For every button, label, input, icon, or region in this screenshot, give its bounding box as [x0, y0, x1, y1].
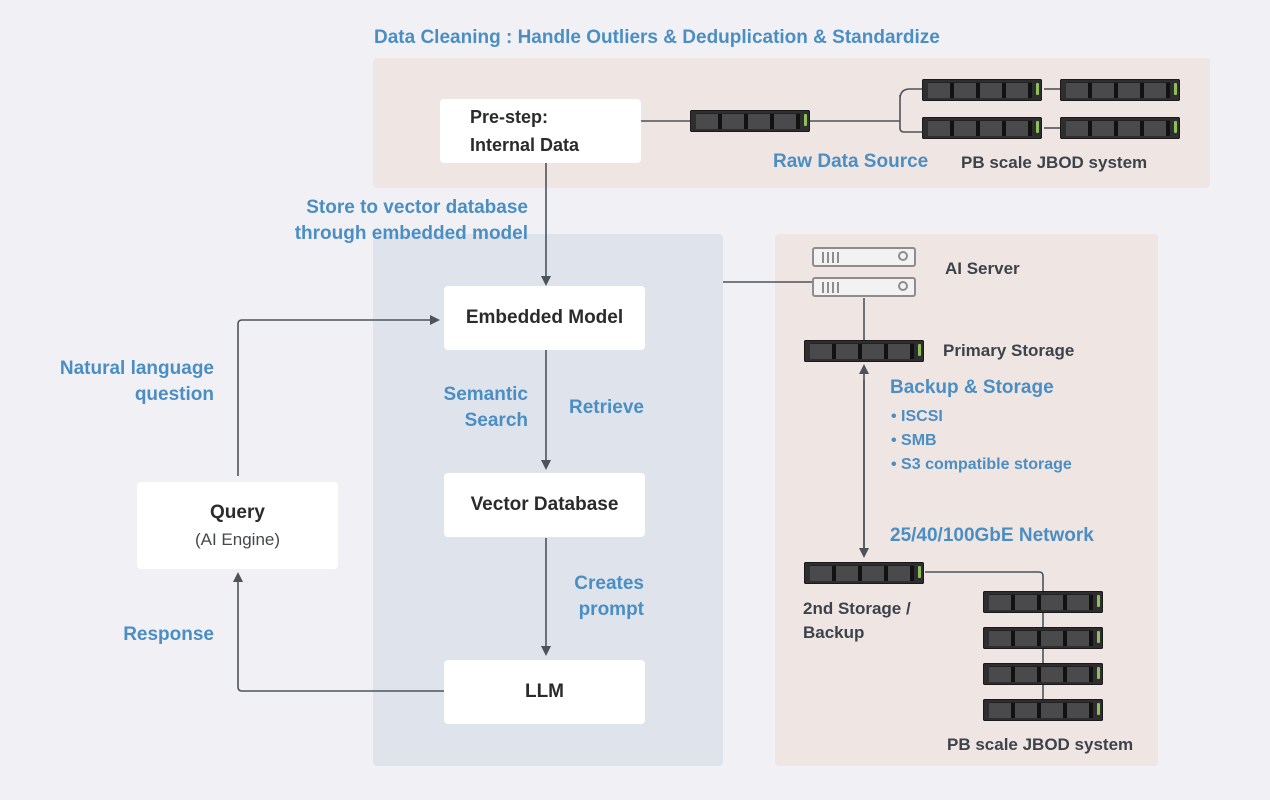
- jbod-unit-icon: [922, 117, 1042, 139]
- natural-language-question-label: Natural language question: [20, 356, 214, 408]
- ai-server-icon: [812, 277, 916, 297]
- semantic-line: Semantic: [443, 384, 528, 405]
- embedded-model-node: Embedded Model: [444, 286, 645, 350]
- primary-storage-label: Primary Storage: [943, 341, 1075, 360]
- response-label: Response: [123, 624, 214, 645]
- store-label-line1: Store to vector database: [306, 197, 528, 218]
- second-storage-icon: [804, 562, 924, 584]
- prompt-line: prompt: [578, 599, 644, 620]
- jbod-unit-icon: [983, 591, 1103, 613]
- second-storage-line1: 2nd Storage /: [803, 599, 911, 618]
- internal-data-label: Internal Data: [470, 135, 580, 155]
- llm-label: LLM: [524, 681, 565, 702]
- protocol-item: S3 compatible storage: [891, 453, 1072, 477]
- protocol-item: SMB: [891, 429, 1072, 453]
- second-storage-line2: Backup: [803, 623, 865, 642]
- top-jbod-label: PB scale JBOD system: [961, 153, 1148, 172]
- network-label: 25/40/100GbE Network: [890, 525, 1094, 546]
- line-raw-to-jbod: [810, 88, 922, 133]
- backup-storage-label: Backup & Storage: [890, 377, 1054, 398]
- pre-step-label: Pre-step:: [470, 107, 549, 127]
- bottom-jbod-label: PB scale JBOD system: [947, 735, 1134, 754]
- jbod-unit-icon: [983, 663, 1103, 685]
- arrow-query-to-embedded: [237, 315, 440, 476]
- ai-server-label: AI Server: [945, 259, 1020, 278]
- vector-database-label: Vector Database: [470, 494, 619, 515]
- raw-data-source-label: Raw Data Source: [773, 151, 929, 172]
- vector-database-node: Vector Database: [444, 473, 645, 537]
- embedded-model-label: Embedded Model: [465, 307, 624, 328]
- semantic-search-label: Semantic Search: [400, 382, 528, 434]
- protocol-item: ISCSI: [891, 405, 1072, 429]
- search-line: Search: [464, 410, 528, 431]
- creates-prompt-label: Creates prompt: [540, 571, 644, 623]
- nl-line1: Natural language: [59, 358, 214, 379]
- jbod-unit-icon: [922, 79, 1042, 101]
- diagram-title: Data Cleaning : Handle Outliers & Dedupl…: [374, 27, 940, 48]
- line-secondary-to-jbod: [925, 571, 1044, 720]
- retrieve-label: Retrieve: [569, 397, 644, 418]
- jbod-unit-icon: [983, 699, 1103, 721]
- arrow-llm-to-query: [233, 572, 444, 692]
- protocol-list: ISCSI SMB S3 compatible storage: [891, 405, 1072, 477]
- second-storage-label: 2nd Storage / Backup: [803, 597, 911, 645]
- pre-step-internal-data-node: Pre-step: Internal Data: [440, 99, 641, 163]
- jbod-unit-icon: [1060, 79, 1180, 101]
- ai-server-icon: [812, 247, 916, 267]
- jbod-unit-icon: [1060, 117, 1180, 139]
- query-subtitle: (AI Engine): [194, 529, 281, 549]
- query-ai-engine-node: Query (AI Engine): [137, 482, 338, 569]
- store-label-line2: through embedded model: [294, 223, 528, 244]
- nl-line2: question: [134, 384, 214, 405]
- jbod-unit-icon: [983, 627, 1103, 649]
- store-to-vector-db-label: Store to vector database through embedde…: [268, 195, 528, 247]
- creates-line: Creates: [574, 573, 644, 594]
- query-title: Query: [210, 501, 265, 523]
- primary-storage-icon: [804, 340, 924, 362]
- llm-node: LLM: [444, 660, 645, 724]
- raw-data-source-storage-icon: [690, 110, 810, 132]
